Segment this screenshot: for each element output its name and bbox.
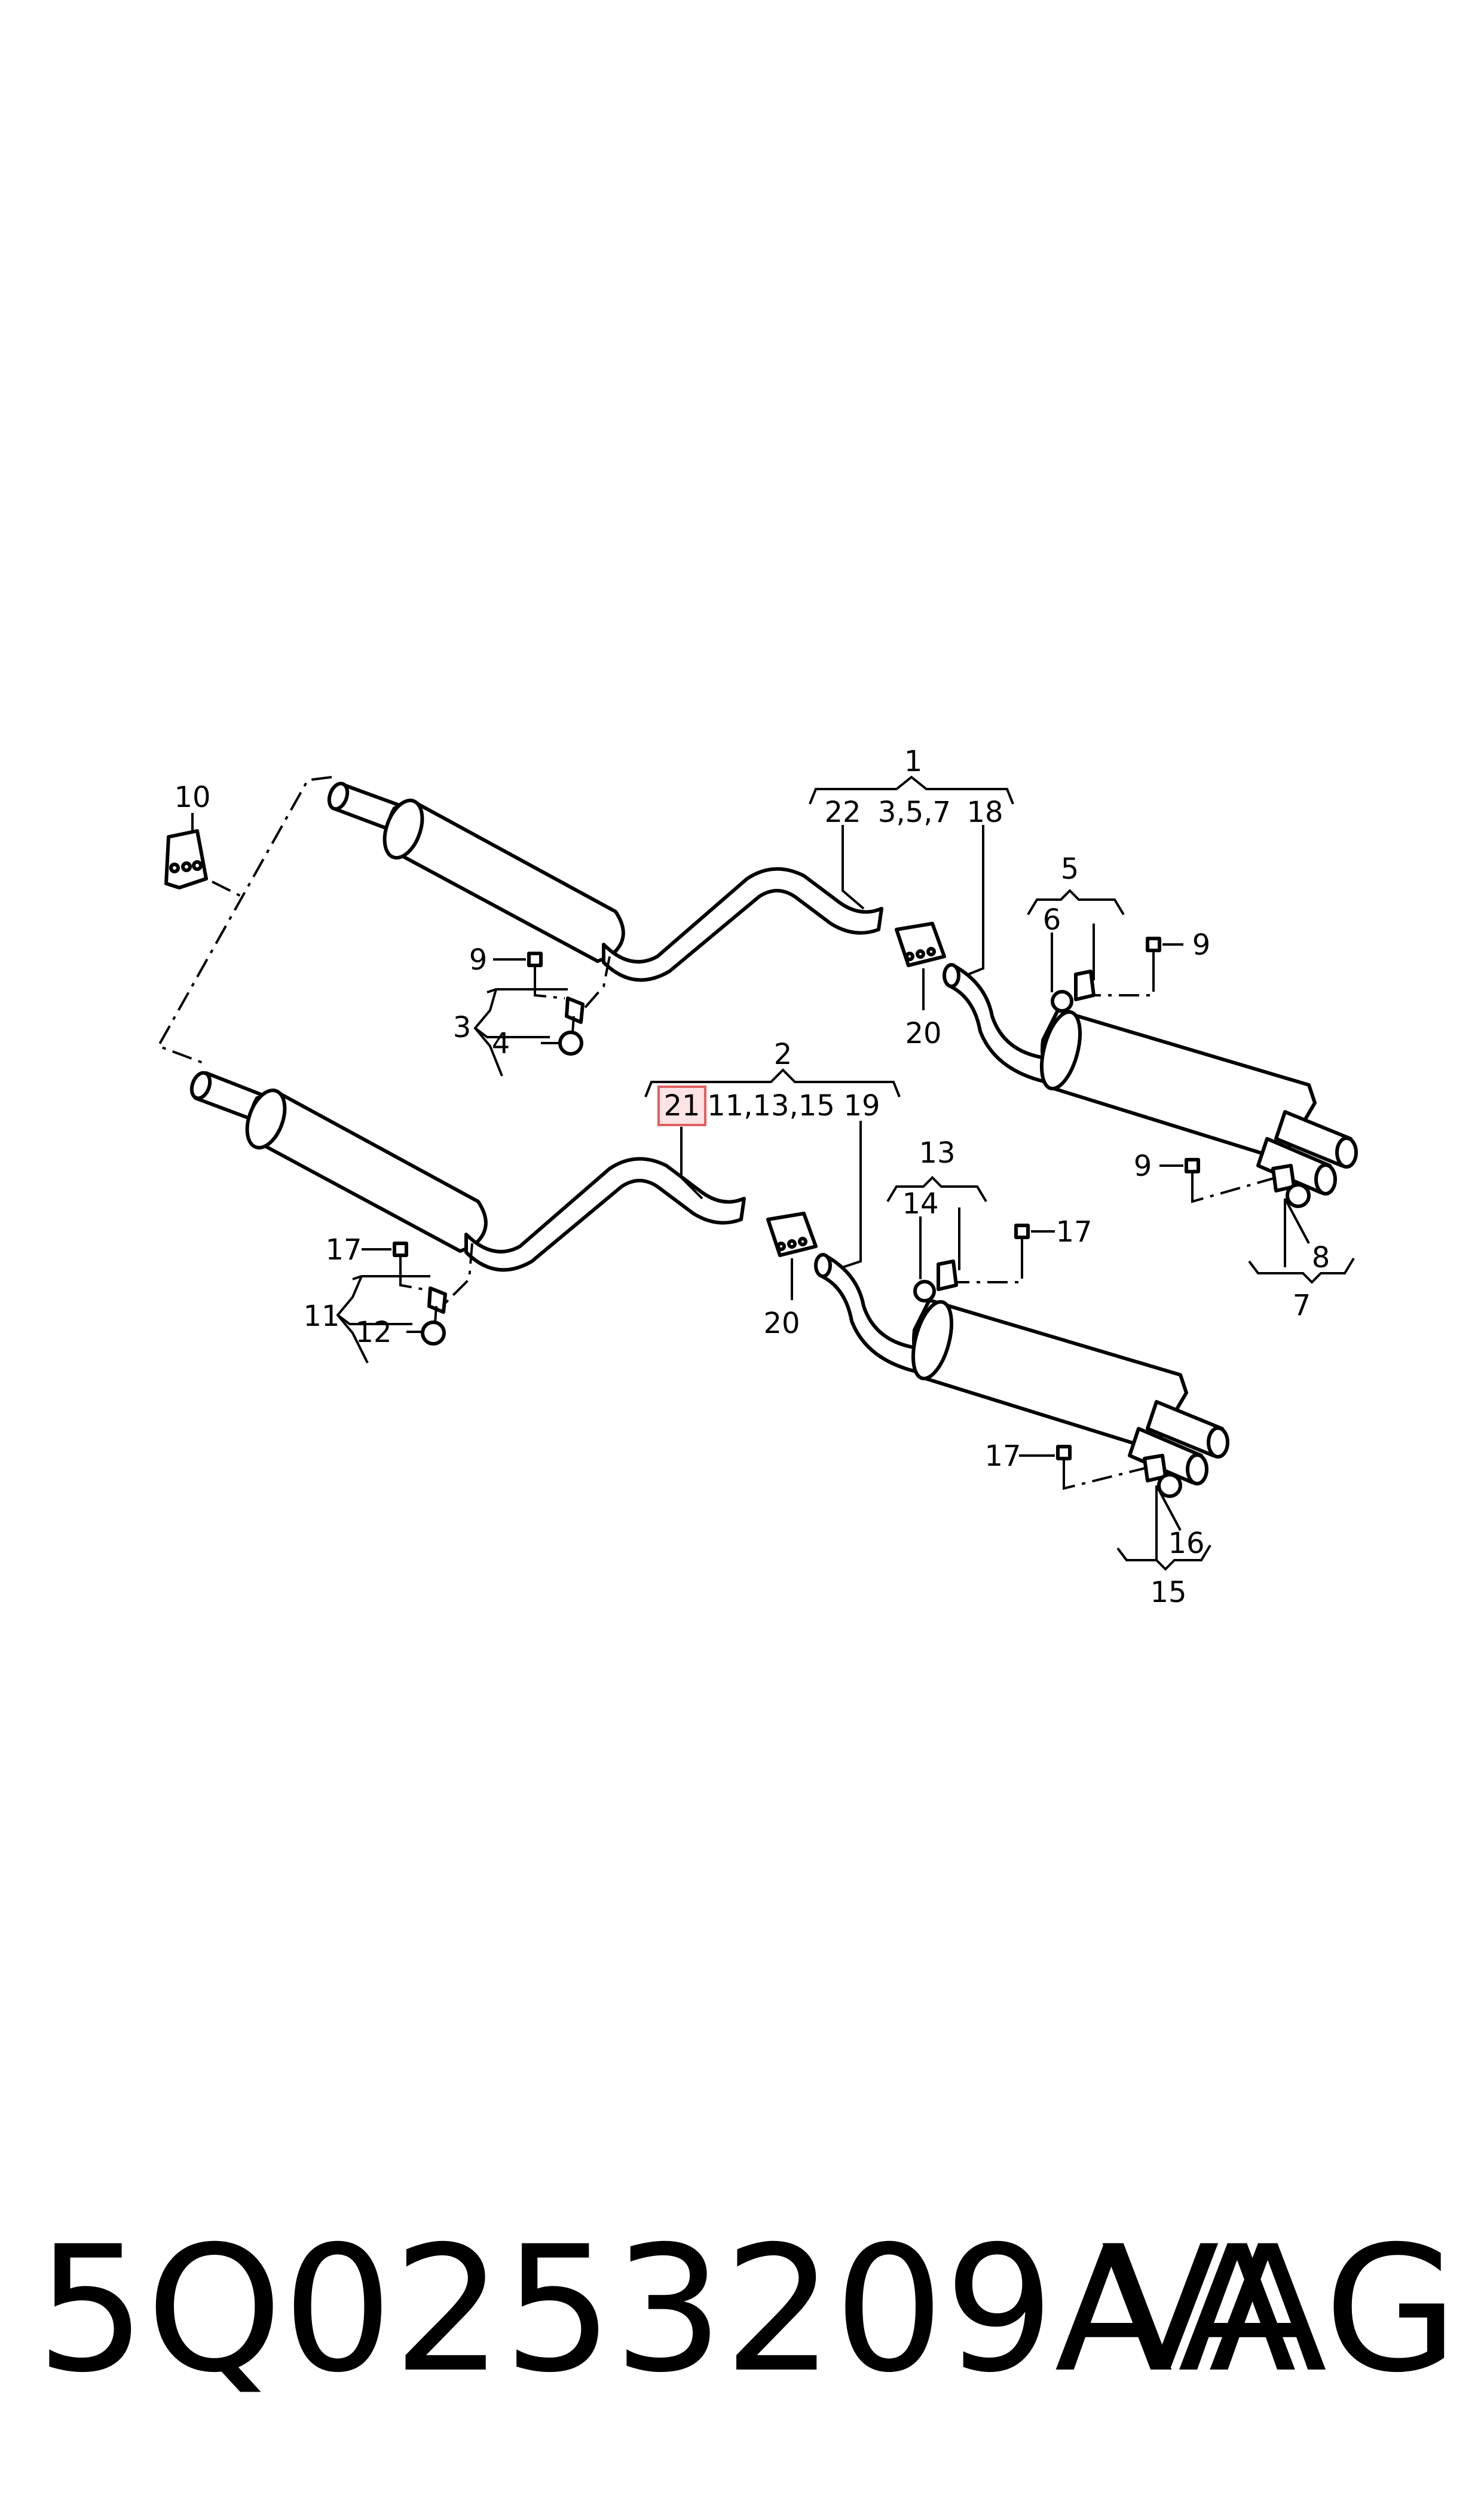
- upper-centre-silencer: [387, 799, 625, 963]
- callout-17-lower-left: 17: [325, 1233, 362, 1267]
- callout-15: 15: [1150, 1576, 1186, 1609]
- upper-rear-pipe-end: [943, 963, 960, 988]
- upper-centre-silencer-face: [383, 799, 424, 860]
- callout-7: 7: [1293, 1289, 1311, 1322]
- lower-separating-clamp: [766, 1212, 818, 1257]
- callout-4: 4: [492, 1027, 510, 1060]
- callout-5: 5: [1061, 852, 1079, 886]
- upper-crossover-pipe: [602, 867, 883, 982]
- clamp-sleeve-10: [164, 829, 208, 889]
- upper-rear-hanger-6: [1051, 970, 1096, 1013]
- upper-centre-hanger: [558, 996, 585, 1056]
- lower-centre-silencer: [249, 1089, 488, 1253]
- callout-labels: 1 22 3,5,7 18 2 21 11,13,15 19 10 9 3 4 …: [174, 745, 1330, 1609]
- upper-exhaust-assembly: [327, 781, 1358, 1208]
- lower-rear-silencer: [912, 1298, 1188, 1448]
- callout-17-lower-rear: 17: [984, 1439, 1021, 1473]
- brand-name: VAG: [1101, 2209, 1458, 2411]
- callout-leaders: [191, 775, 1355, 1571]
- bolt-icon: [393, 1242, 408, 1276]
- callout-9-right: 9: [1134, 1150, 1152, 1183]
- part-footer: 5Q0253209AA VAG: [36, 2212, 1458, 2409]
- callout-13: 13: [919, 1136, 955, 1170]
- upper-rear-hanger-8: [1271, 1164, 1311, 1208]
- lower-inlet-pipe-end: [189, 1071, 212, 1100]
- callout-11: 11: [303, 1300, 339, 1333]
- callout-17-lower-right: 17: [1055, 1215, 1092, 1249]
- upper-inlet-pipe-end: [327, 781, 350, 811]
- callout-10: 10: [174, 781, 210, 814]
- lower-rear-hanger-16: [1143, 1454, 1182, 1498]
- callout-18: 18: [966, 796, 1003, 829]
- callout-12: 12: [355, 1316, 391, 1349]
- upper-rear-silencer: [1041, 1008, 1317, 1158]
- callout-3-5-7: 3,5,7: [878, 796, 951, 829]
- bolt-icon: [1056, 1445, 1072, 1479]
- lower-rear-hanger-14: [913, 1259, 958, 1303]
- callout-19: 19: [843, 1089, 880, 1123]
- callout-8: 8: [1312, 1241, 1330, 1274]
- upper-separating-clamp: [895, 922, 946, 967]
- lower-rear-pipe-end: [814, 1253, 832, 1278]
- callout-3: 3: [453, 1011, 472, 1044]
- callout-6: 6: [1043, 903, 1061, 937]
- lower-tailpipe-a-end: [1207, 1426, 1229, 1459]
- callout-22: 22: [824, 796, 861, 829]
- callout-21: 21: [663, 1089, 700, 1123]
- lower-exhaust-assembly: [189, 1071, 1229, 1498]
- upper-rear-silencer-face: [1040, 1010, 1082, 1091]
- callout-20-lower: 20: [763, 1307, 800, 1340]
- callout-16: 16: [1168, 1527, 1204, 1560]
- callout-11-13-15: 11,13,15: [707, 1089, 835, 1123]
- callout-9-upper-left: 9: [469, 943, 488, 977]
- lower-centre-silencer-face: [245, 1089, 287, 1150]
- upper-tailpipe-b-end: [1314, 1163, 1337, 1196]
- lower-crossover-pipe: [464, 1157, 746, 1272]
- lower-tailpipe-b-end: [1186, 1453, 1208, 1485]
- upper-tailpipe-a-end: [1335, 1136, 1358, 1169]
- callout-2: 2: [774, 1038, 793, 1071]
- callout-9-upper-right: 9: [1192, 928, 1211, 962]
- callout-14: 14: [902, 1187, 938, 1221]
- callout-20-upper: 20: [905, 1017, 941, 1050]
- callout-1: 1: [904, 745, 923, 778]
- bolt-icon: [1185, 1158, 1200, 1193]
- bolt-icon: [527, 952, 543, 986]
- lower-centre-hanger: [421, 1286, 447, 1346]
- lower-rear-silencer-face: [911, 1300, 953, 1381]
- callout-21-highlight: [657, 1086, 706, 1126]
- bolt-icon: [1014, 1224, 1030, 1258]
- part-number: 5Q0253209AA: [36, 2209, 1297, 2411]
- bolt-icon: [1146, 937, 1161, 971]
